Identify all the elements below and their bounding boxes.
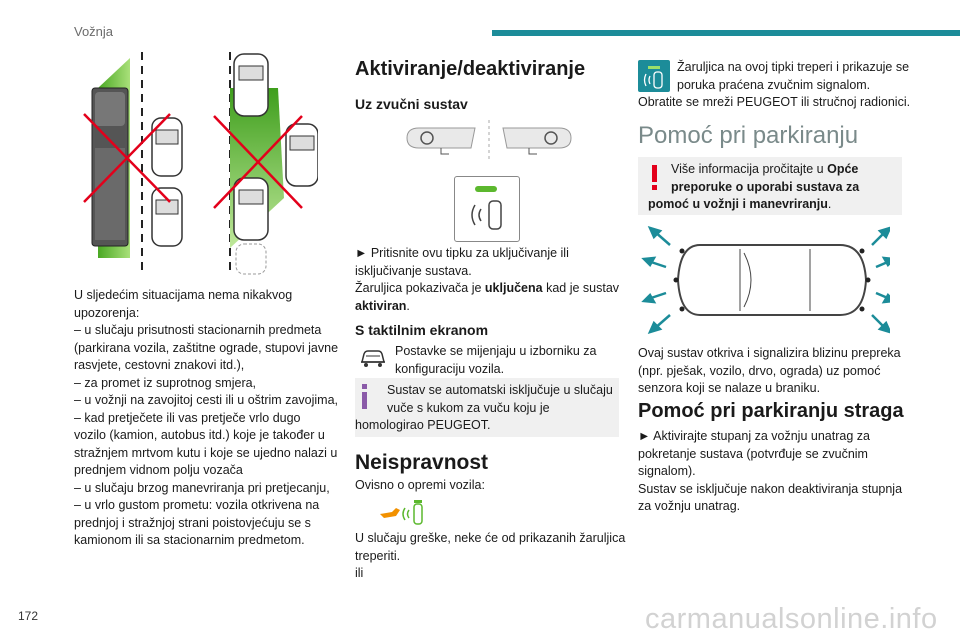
mirror-icons-illustration — [406, 120, 572, 160]
text-run-bold: Opće — [827, 162, 859, 176]
text-line: – u vrlo gustom prometu: vozila otkriven… — [74, 498, 320, 512]
fault-text: U slučaju greške, neke će od prikazanih … — [355, 530, 625, 583]
text-line: konfiguraciju vozila. — [395, 361, 505, 376]
text-line: – u slučaju prisutnosti stacionarnih pre… — [74, 323, 322, 337]
text-line: ► Aktivirajte stupanj za vožnju unatrag … — [638, 429, 870, 443]
warning-box: Više informacija pročitajte u Opće prepo… — [638, 157, 902, 215]
audio-system-subheading: Uz zvučni sustav — [355, 96, 468, 112]
touchscreen-text: Postavke se mijenjaju u izborniku za kon… — [395, 343, 597, 378]
text-line: pokretanje sustava (potvrđuje se zvučnim — [638, 446, 868, 461]
blinking-car-icon — [643, 66, 663, 89]
text-run: Žaruljica pokazivača je — [355, 281, 485, 295]
section-title: Vožnja — [74, 24, 114, 39]
park-assist-heading: Pomoć pri parkiranju — [638, 122, 859, 149]
info-text: homologirao PEUGEOT. — [355, 418, 491, 432]
blind-spot-toggle-button[interactable] — [454, 176, 520, 242]
rear-park-assist-heading: Pomoć pri parkiranju straga — [638, 400, 904, 422]
text-line: (parkirana vozila, zaštitne ograde, stup… — [74, 340, 339, 355]
text-line: U sljedećim situacijama nema nikakvog — [74, 288, 293, 302]
rear-park-assist-text: ► Aktivirajte stupanj za vožnju unatrag … — [638, 428, 902, 516]
warning-line: Više informacija pročitajte u Opće — [671, 161, 859, 179]
warning-line-3: pomoć u vožnji i manevriranju. — [648, 196, 831, 214]
text-line: senzora koji se nalaze u braniku. — [638, 381, 821, 395]
press-instruction: ► Pritisnite ovu tipku za uključivanje i… — [355, 245, 619, 315]
info-icon — [362, 384, 367, 410]
text-run-bold: pomoć u vožnji i manevriranju — [648, 197, 828, 211]
text-line: isključivanje sustava. — [355, 263, 472, 278]
text-line: kamionom ili sa stacionarnim predmetom. — [74, 533, 305, 547]
text-line: – u slučaju brzog manevriranja pri pretj… — [74, 480, 330, 495]
text-line: ili — [355, 566, 364, 580]
lamp-status-line: aktiviran. — [355, 298, 619, 316]
text-line: za vožnju unatrag. — [638, 499, 741, 513]
text-line: upozorenja: — [74, 305, 140, 320]
blink-text-indented: Žaruljica na ovoj tipki treperi i prikaz… — [677, 59, 909, 94]
fault-lamps-illustration — [380, 500, 423, 525]
car-settings-icon — [361, 350, 385, 367]
activation-heading: Aktiviranje/deaktiviranje — [355, 58, 586, 80]
text-line: Žaruljica na ovoj tipki treperi i prikaz… — [677, 60, 910, 74]
text-run: . — [406, 298, 410, 313]
text-line: – za promet iz suprotnog smjera, — [74, 375, 257, 390]
text-line: Ovaj sustav otkriva i signalizira blizin… — [638, 346, 901, 360]
text-line: rasvjete, cestovni znakovi itd.), — [74, 358, 245, 372]
warning-text-indented: Više informacija pročitajte u Opće prepo… — [671, 161, 859, 196]
text-line: Postavke se mijenjaju u izborniku za — [395, 344, 597, 358]
blind-spot-illustration — [83, 52, 318, 276]
text-line: preporuke o uporabi sustava za — [671, 179, 860, 194]
text-line: prednjoj i stražnjoj strani poistovjećuj… — [74, 515, 311, 530]
text-line: poruka praćena zvučnim signalom. — [677, 77, 871, 92]
text-line: ► Pritisnite ovu tipku za uključivanje i… — [355, 246, 569, 260]
text-line: signalom). — [638, 464, 696, 478]
text-line: – kad pretječete ili vas pretječe vrlo d… — [74, 410, 301, 425]
text-line: – u vožnji na zavojitoj cesti ili u oštr… — [74, 393, 338, 407]
text-run-bold: uključena — [484, 281, 543, 295]
lamp-status-line: Žaruljica pokazivača je uključena kad je… — [355, 280, 619, 298]
no-warning-text: U sljedećim situacijama nema nikakvog up… — [74, 287, 338, 550]
text-run-bold: aktiviran — [355, 298, 407, 313]
blind-spot-button-fault-icon — [638, 60, 670, 92]
green-indicator-lamp — [475, 186, 497, 192]
text-line: Sustav se automatski isključuje u slučaj… — [387, 383, 613, 397]
text-line: Sustav se isključuje nakon deaktiviranja… — [638, 481, 903, 496]
text-line: (npr. pješak, vozilo, drvo, ograda) uz p… — [638, 363, 881, 378]
info-box: Sustav se automatski isključuje u slučaj… — [355, 378, 619, 437]
text-run: . — [827, 197, 832, 211]
text-line: U slučaju greške, neke će od prikazanih … — [355, 531, 626, 545]
park-sensors-illustration — [641, 226, 890, 334]
header-accent-bar — [492, 30, 960, 36]
text-line: prednjem vidnom polju vozača — [74, 463, 243, 477]
blink-text: Obratite se mreži PEUGEOT ili stručnoj r… — [638, 95, 911, 109]
wrench-icon — [380, 508, 400, 518]
malfunction-heading: Neispravnost — [355, 451, 489, 474]
text-line: vozilo (kamion, autobus itd.) koje je ta… — [74, 428, 325, 442]
text-run: Više informacija pročitajte u — [671, 162, 828, 176]
text-line: vuče s kukom za vuču koju je — [387, 400, 550, 415]
text-run: kad je sustav — [542, 281, 620, 295]
blind-spot-fault-icon — [402, 500, 423, 525]
equipment-text: Ovisno o opremi vozila: — [355, 478, 485, 492]
watermark: carmanualsonline.info — [645, 603, 938, 635]
touchscreen-subheading: S taktilnim ekranom — [355, 322, 489, 338]
sensor-description: Ovaj sustav otkriva i signalizira blizin… — [638, 345, 901, 398]
page-number: 172 — [18, 609, 39, 623]
text-line: treperiti. — [355, 548, 401, 563]
text-line: stražnjem mrtvom kutu i koje se ujedno n… — [74, 445, 338, 460]
blind-spot-car-icon — [471, 200, 502, 230]
warning-icon — [652, 165, 657, 190]
info-text-indented: Sustav se automatski isključuje u slučaj… — [387, 382, 613, 417]
